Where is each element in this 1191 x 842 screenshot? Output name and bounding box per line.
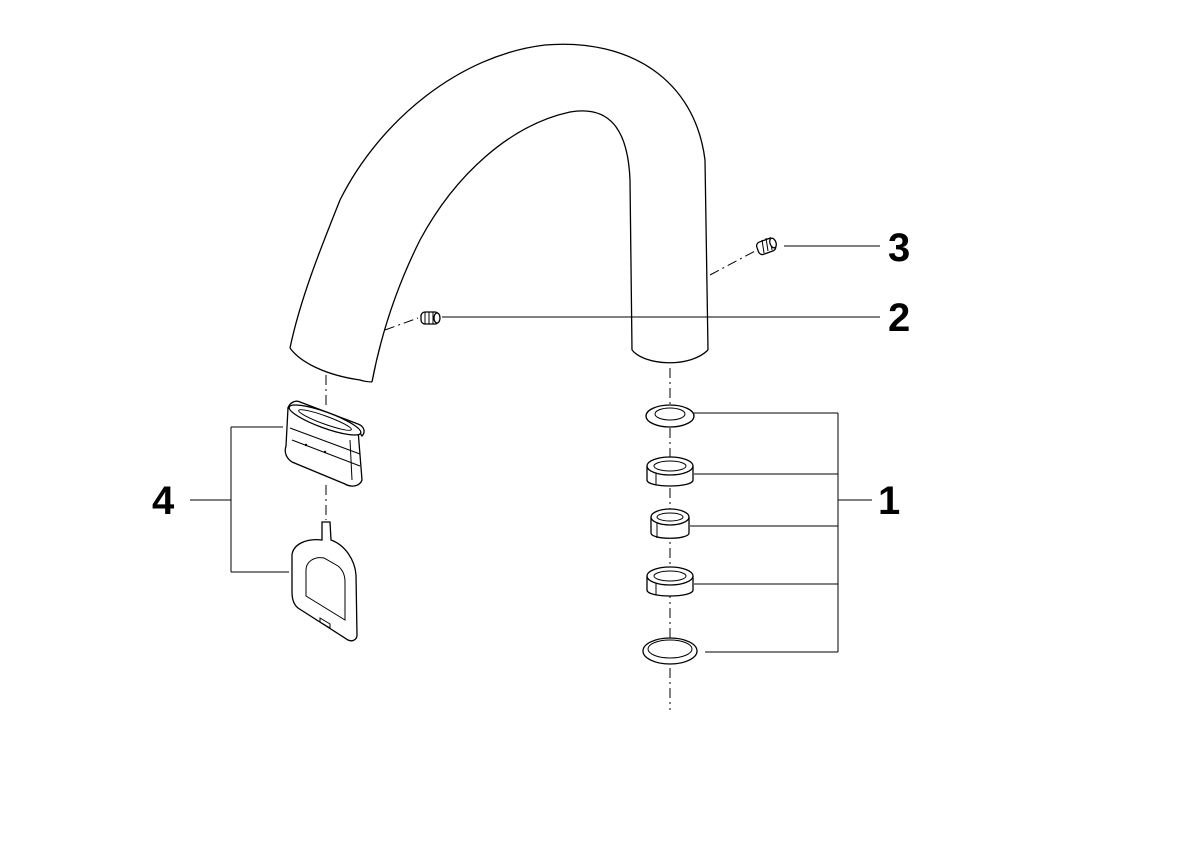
callout-number-1: 1 [878, 479, 901, 523]
aerator-insert [284, 400, 365, 487]
callout-number-2: 2 [888, 296, 911, 340]
screw-front [420, 311, 441, 325]
screw-rear [755, 236, 777, 256]
spout-body [289, 43, 709, 383]
leader-lines [190, 245, 880, 653]
aerator-key [291, 521, 358, 642]
seal-ring-stack [642, 404, 698, 665]
callout-number-3: 3 [888, 226, 911, 270]
callout-number-4: 4 [152, 479, 175, 523]
